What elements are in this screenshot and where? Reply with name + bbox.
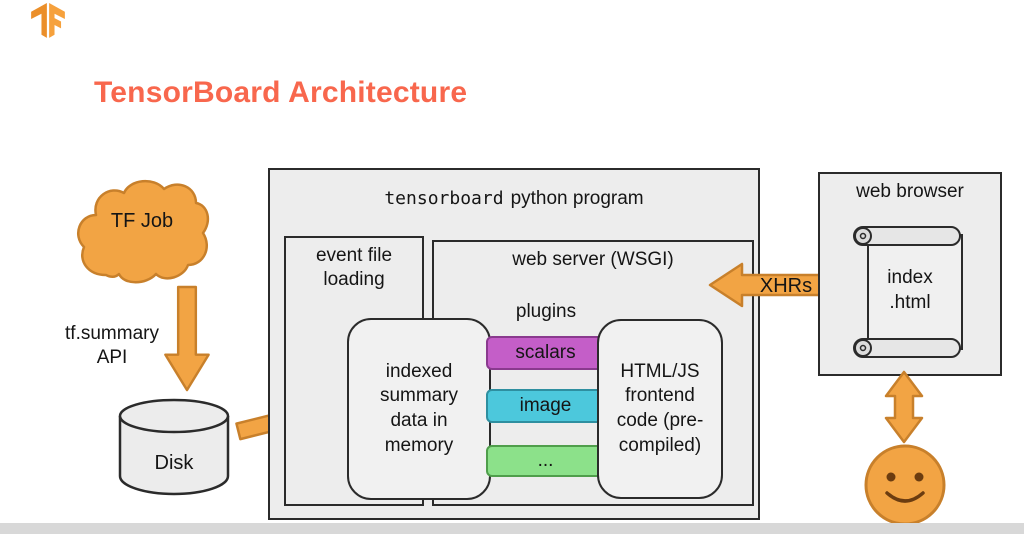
plugin-scalars-label: scalars <box>515 342 576 363</box>
disk-cylinder: Disk <box>116 396 232 498</box>
event-file-loading-label: event file loading <box>315 245 393 290</box>
tensorboard-code-text: tensorboard <box>384 188 504 209</box>
tf-summary-api-label: tf.summary API <box>65 323 159 368</box>
indexed-summary-label: indexed summary data in memory <box>379 360 459 456</box>
frontend-code-label: HTML/JS frontend code (pre- compiled) <box>616 360 704 456</box>
arrow-cloud-to-disk-icon <box>164 285 210 392</box>
tensorboard-program-title: tensorboard python program <box>268 188 760 210</box>
program-title-rest: python program <box>510 188 644 209</box>
tf-job-label: TF Job <box>110 210 174 232</box>
cloud-icon <box>77 180 210 284</box>
disk-label: Disk <box>154 452 194 474</box>
frontend-code-node: HTML/JS frontend code (pre- compiled) <box>597 319 723 499</box>
page-title: TensorBoard Architecture <box>94 76 468 109</box>
index-html-label: index .html <box>887 267 933 313</box>
plugin-scalars: scalars <box>486 336 605 370</box>
plugin-image: image <box>486 389 605 423</box>
plugin-more-label: ... <box>537 450 554 471</box>
disk-icon <box>118 398 230 496</box>
plugin-more: ... <box>486 445 605 477</box>
plugins-label: plugins <box>515 301 577 322</box>
scroll-icon <box>853 226 963 358</box>
plugin-image-label: image <box>519 395 572 416</box>
arrow-browser-to-user-icon <box>884 370 924 444</box>
tensorflow-logo-icon <box>30 2 66 40</box>
user-smiley-icon <box>862 442 948 528</box>
web-server-label: web server (WSGI) <box>512 249 674 270</box>
web-browser-label: web browser <box>856 181 964 202</box>
xhrs-label: XHRs <box>759 275 813 297</box>
index-html-scroll: index .html <box>846 220 974 364</box>
indexed-summary-node: indexed summary data in memory <box>347 318 491 500</box>
bottom-strip <box>0 523 1024 534</box>
tf-job-cloud: TF Job <box>72 174 212 292</box>
